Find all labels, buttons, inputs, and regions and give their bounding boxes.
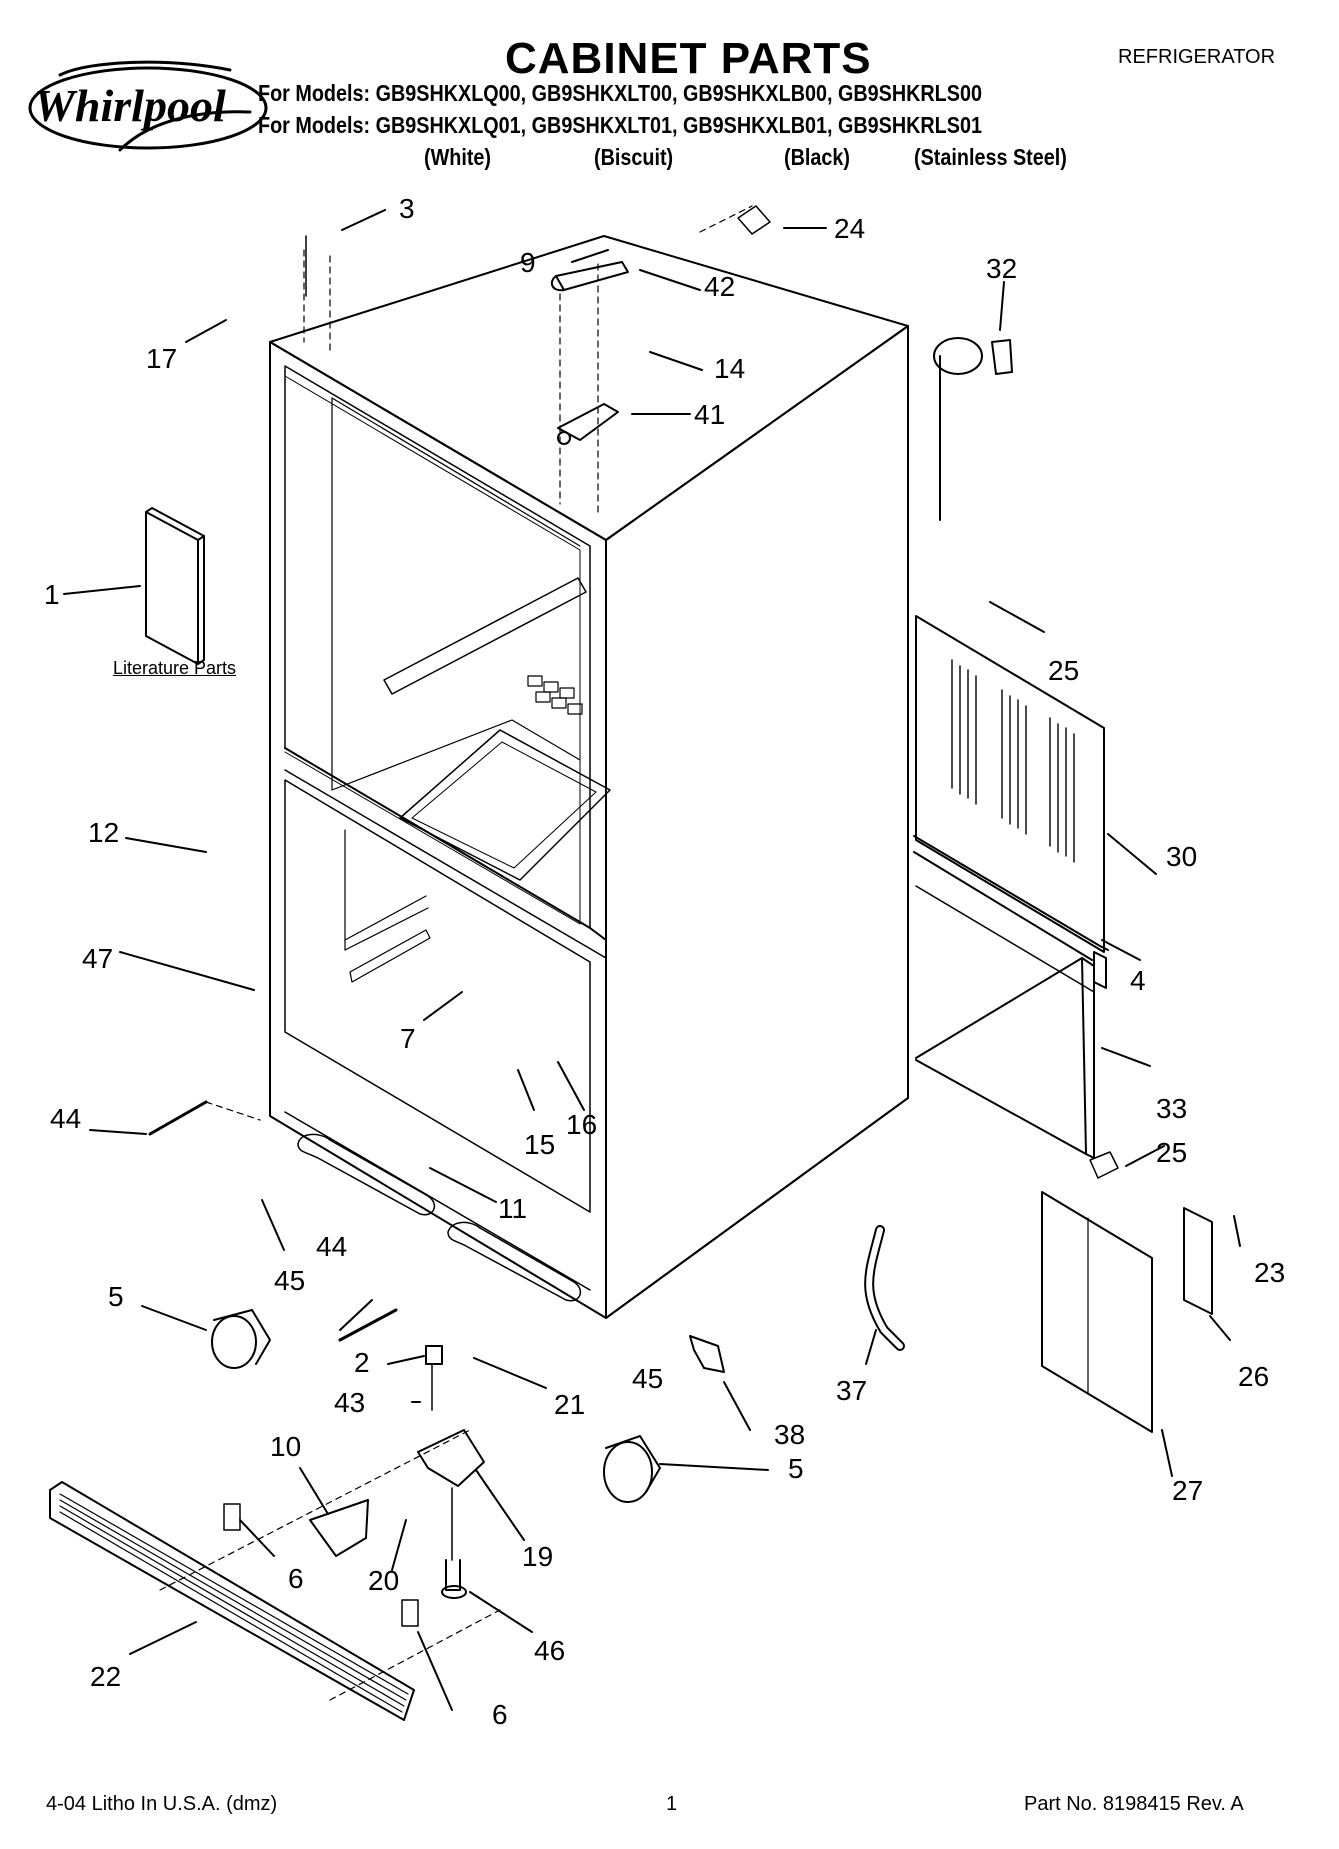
callout-25-top: 25 — [1048, 655, 1079, 686]
color-label-stainless: (Stainless Steel) — [914, 144, 1067, 170]
callout-25-bottom: 25 — [1156, 1137, 1187, 1168]
callout-32: 32 — [986, 253, 1017, 284]
svg-text:Whirlpool: Whirlpool — [34, 80, 226, 131]
callout-26: 26 — [1238, 1361, 1269, 1392]
literature-parts-label: Literature Parts — [113, 658, 237, 678]
callout-5-right: 5 — [788, 1453, 804, 1484]
callout-numbers: 3 24 9 42 32 17 14 41 1 25 12 30 47 4 7 … — [44, 193, 1285, 1730]
whirlpool-logo: Whirlpool — [28, 60, 268, 152]
page-title: CABINET PARTS — [505, 34, 872, 83]
callout-41: 41 — [694, 399, 725, 430]
bracket-cover — [309, 1499, 369, 1557]
callout-17: 17 — [146, 343, 177, 374]
callout-43: 43 — [334, 1387, 365, 1418]
callout-30: 30 — [1166, 841, 1197, 872]
callout-7: 7 — [400, 1023, 416, 1054]
callout-44-left: 44 — [50, 1103, 81, 1134]
callout-6-lower: 6 — [492, 1699, 508, 1730]
callout-42: 42 — [704, 271, 735, 302]
callout-46: 46 — [534, 1635, 565, 1666]
callout-38: 38 — [774, 1419, 805, 1450]
callout-14: 14 — [714, 353, 745, 384]
callout-47: 47 — [82, 943, 113, 974]
callout-23: 23 — [1254, 1257, 1285, 1288]
model-line-1: For Models: GB9SHKXLQ00, GB9SHKXLT00, GB… — [258, 80, 982, 106]
thermistor-sensor — [933, 337, 1013, 521]
cabinet-body — [269, 235, 909, 1319]
callout-21: 21 — [554, 1389, 585, 1420]
callout-15: 15 — [524, 1129, 555, 1160]
literature-book — [145, 507, 205, 665]
model-line-2: For Models: GB9SHKXLQ01, GB9SHKXLT01, GB… — [258, 112, 982, 138]
callout-11: 11 — [498, 1193, 527, 1224]
callout-leaders — [63, 209, 1241, 1711]
callout-33: 33 — [1156, 1093, 1187, 1124]
callout-6-upper: 6 — [288, 1563, 304, 1594]
callout-20: 20 — [368, 1565, 399, 1596]
long-screw-left — [148, 1100, 208, 1136]
callout-1: 1 — [44, 579, 60, 610]
callout-22: 22 — [90, 1661, 121, 1692]
leveling-bracket — [417, 1345, 485, 1599]
drain-tube-inner — [866, 1227, 903, 1349]
toe-grille — [49, 1429, 501, 1721]
callout-27: 27 — [1172, 1475, 1203, 1506]
callout-9: 9 — [520, 247, 536, 278]
callout-4: 4 — [1130, 965, 1146, 996]
callout-16: 16 — [566, 1109, 597, 1140]
callout-10: 10 — [270, 1431, 301, 1462]
footer-page-number: 1 — [666, 1793, 678, 1815]
compressor-cover-panels — [1041, 1151, 1213, 1433]
callout-5-left: 5 — [108, 1281, 124, 1312]
color-label-white: (White) — [424, 144, 492, 170]
callout-24: 24 — [834, 213, 865, 244]
callout-45-right: 45 — [632, 1363, 663, 1394]
color-label-black: (Black) — [784, 144, 850, 170]
rear-caster — [603, 1435, 661, 1503]
tube-clip — [689, 1335, 725, 1373]
long-screw-center — [338, 1308, 398, 1342]
callout-3: 3 — [399, 193, 415, 224]
color-label-biscuit: (Biscuit) — [594, 144, 674, 170]
front-caster — [211, 1309, 271, 1369]
callout-45-left: 45 — [274, 1265, 305, 1296]
callout-12: 12 — [88, 817, 119, 848]
top-hinge-assembly — [303, 205, 771, 513]
rear-access-panels — [913, 615, 1109, 1159]
footer-part-number: Part No. 8198415 Rev. A — [1024, 1793, 1244, 1815]
appliance-category: REFRIGERATOR — [1118, 46, 1276, 68]
footer-litho: 4-04 Litho In U.S.A. (dmz) — [46, 1793, 278, 1815]
callout-19: 19 — [522, 1541, 553, 1572]
callout-44-center: 44 — [316, 1231, 347, 1262]
callout-37: 37 — [836, 1375, 867, 1406]
callout-2: 2 — [354, 1347, 370, 1378]
